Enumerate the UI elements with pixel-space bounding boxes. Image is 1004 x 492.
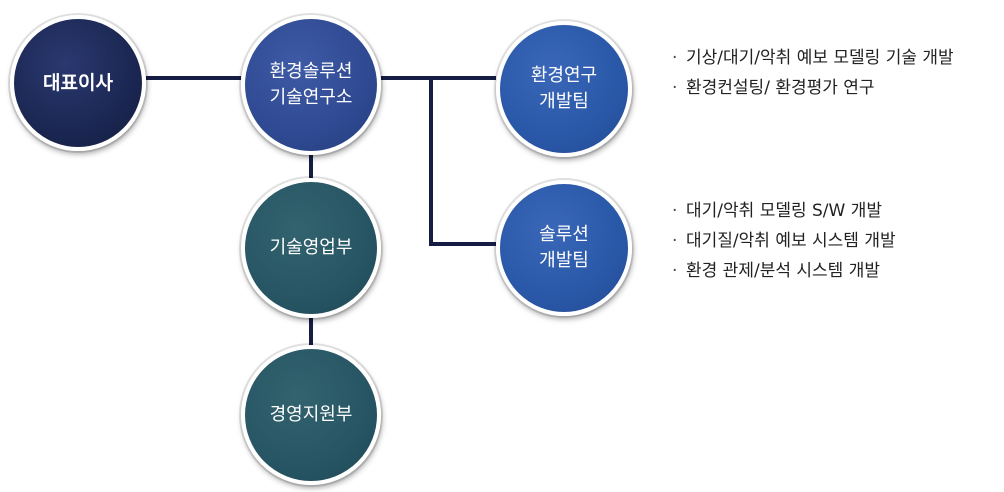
tech-sales-node: 기술영업부 [241,178,381,318]
env-research-team-node: 환경연구 개발팀 [496,21,632,157]
duty-item: 기상/대기/악취 예보 모델링 기술 개발 [672,43,954,73]
env-research-team-label-line2: 개발팀 [539,91,589,112]
solution-team-node: 솔루션 개발팀 [496,180,632,316]
management-support-label: 경영지원부 [269,404,353,425]
management-support-node: 경영지원부 [241,345,381,485]
env-research-team-duties: 기상/대기/악취 예보 모델링 기술 개발 환경컨설팅/ 환경평가 연구 [672,43,954,103]
duty-item: 환경컨설팅/ 환경평가 연구 [672,73,954,103]
solution-team-label-line2: 개발팀 [539,250,589,271]
duty-item: 대기/악취 모델링 S/W 개발 [672,196,896,226]
env-research-team-label-line1: 환경연구 [530,65,598,86]
solution-team-label-line1: 솔루션 [539,224,589,245]
research-lab-node: 환경솔루션 기술연구소 [241,15,381,155]
tech-sales-label: 기술영업부 [269,237,353,258]
research-lab-label-line2: 기술연구소 [269,87,353,108]
ceo-label: 대표이사 [43,72,113,94]
duty-item: 환경 관제/분석 시스템 개발 [672,256,896,286]
research-lab-label-line1: 환경솔루션 [269,61,353,82]
ceo-node: 대표이사 [10,15,146,151]
duty-item: 대기질/악취 예보 시스템 개발 [672,226,896,256]
solution-team-duties: 대기/악취 모델링 S/W 개발 대기질/악취 예보 시스템 개발 환경 관제/… [672,196,896,286]
